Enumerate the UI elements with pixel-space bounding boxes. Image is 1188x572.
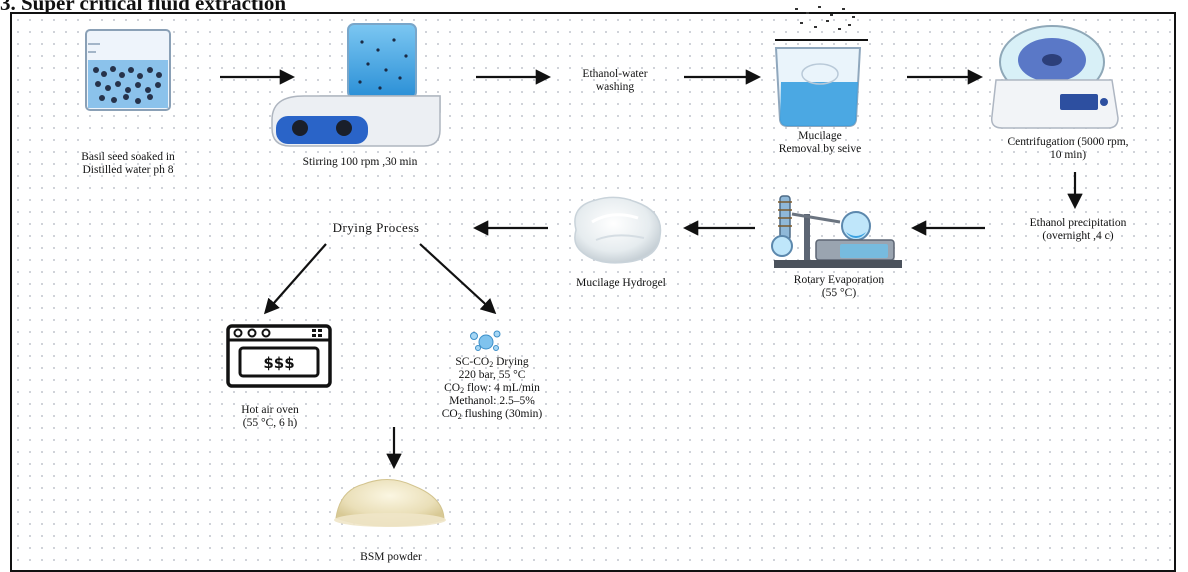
co2-bubbles-icon (470, 330, 501, 351)
label-hydrogel: Mucilage Hydrogel (576, 277, 666, 289)
diagram-frame (10, 12, 1176, 572)
label-soak: Basil seed soaked in Distilled water ph … (81, 151, 175, 176)
label-centrifuge: Centrifugation (5000 rpm, 10 min) (1007, 136, 1129, 161)
hydrogel-icon (574, 196, 662, 264)
label-powder: BSM powder (360, 551, 422, 563)
label-oven: Hot air oven (55 °C, 6 h) (241, 404, 299, 429)
label-stir: Stirring 100 rpm ,30 min (302, 156, 418, 168)
rotary-evaporator-icon (771, 195, 902, 268)
label-sieve: Mucilage Removal by seive (778, 130, 862, 155)
powder-pile-icon (334, 479, 446, 527)
flow-arrows (220, 69, 1083, 470)
label-rotary: Rotary Evaporation (55 °C) (793, 274, 885, 299)
arrow-drying-to-scco2 (419, 243, 497, 315)
beaker-with-seeds-icon (85, 29, 171, 111)
label-wash: Ethanol-water washing (582, 68, 648, 93)
magnetic-stirrer-icon (271, 23, 441, 147)
arrow-drying-to-oven (263, 243, 327, 315)
label-drying-process: Drying Process (332, 220, 420, 235)
label-scco2: SC-CO2 Drying 220 bar, 55 °C CO2 flow: 4… (441, 356, 543, 421)
section-heading: 3. Super critical fluid extraction (0, 0, 286, 15)
centrifuge-icon (990, 25, 1119, 129)
sieve-beaker-icon (774, 6, 868, 127)
oven-heat-glyph: $$$ (263, 354, 294, 372)
oven-icon: $$$ (226, 324, 332, 388)
label-precipitation: Ethanol precipitation (overnight ,4 c) (1029, 217, 1127, 242)
